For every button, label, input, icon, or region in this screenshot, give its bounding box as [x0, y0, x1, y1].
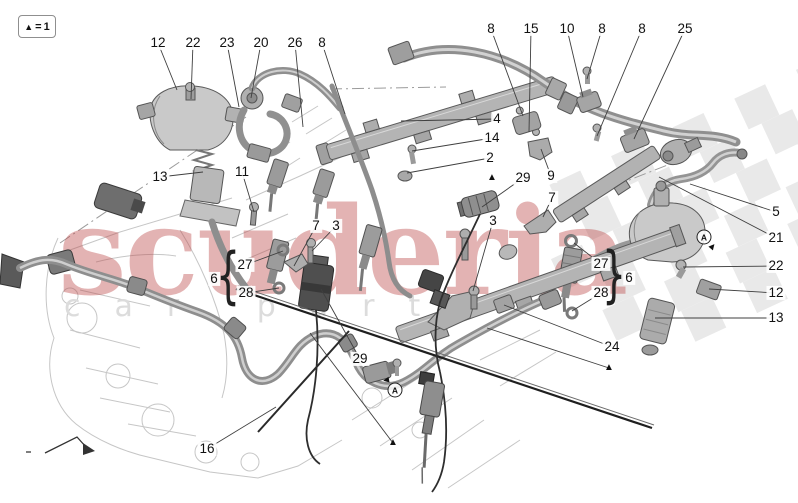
- crossover-pipe: [329, 83, 413, 299]
- harness-connector-upper: [456, 190, 500, 218]
- legend-box: ▲ = 1: [18, 15, 56, 38]
- injector-bottom: [392, 358, 445, 484]
- legend-value: 1: [43, 20, 50, 33]
- direction-arrow: [26, 436, 95, 455]
- pump-outlet-pipes: [235, 67, 344, 163]
- legend-triangle-icon: ▲: [24, 21, 34, 32]
- legend-equals: =: [35, 20, 42, 33]
- rod-and-wiring: [235, 213, 655, 493]
- watermark-sub-text: car parts: [64, 289, 504, 324]
- top-supply-pipe: [387, 40, 741, 166]
- fuel-pump-left: [93, 82, 246, 227]
- injector-left-group: [249, 202, 383, 295]
- harness-connector-mid: [417, 269, 451, 309]
